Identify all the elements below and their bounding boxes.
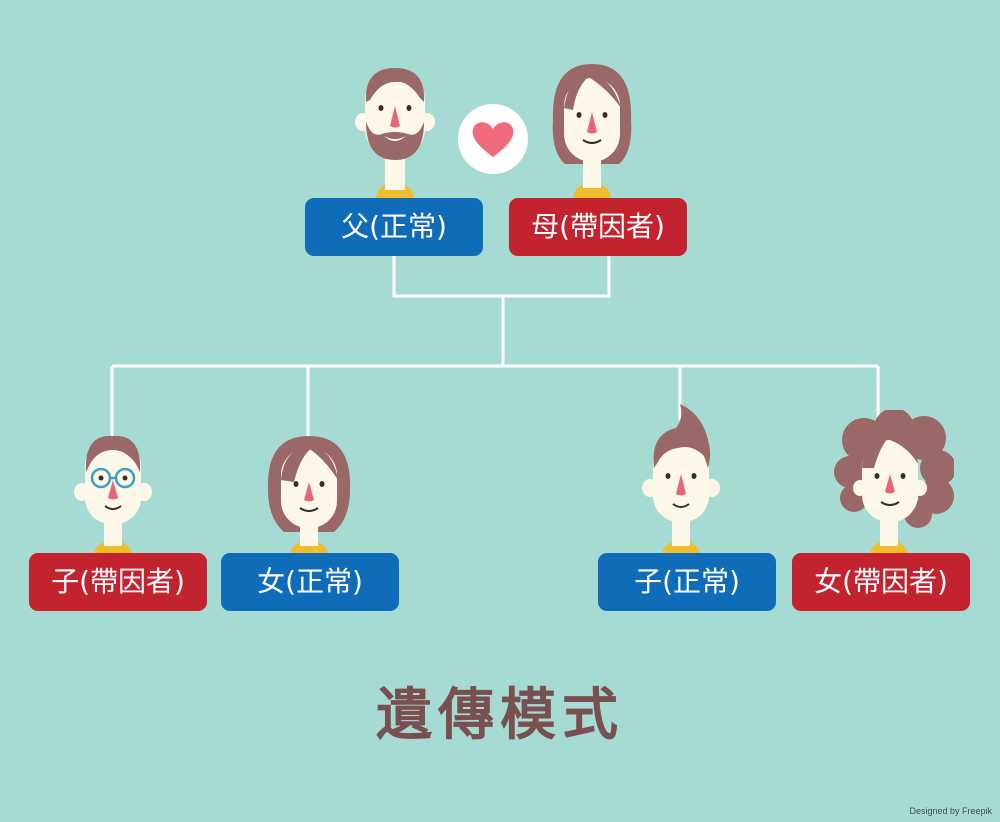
child-4-label: 女(帶因者)	[792, 553, 970, 611]
curly-hair-woman-icon	[834, 410, 954, 554]
child-3-label: 子(正常)	[598, 553, 776, 611]
page-title: 遺傳模式	[376, 683, 624, 748]
credit-text: Designed by Freepik	[909, 806, 992, 816]
heart-icon	[458, 104, 528, 174]
father-label: 父(正常)	[305, 198, 483, 256]
quiff-man-icon	[642, 404, 720, 554]
child-2-label: 女(正常)	[221, 553, 399, 611]
woman-icon	[552, 64, 632, 198]
man-with-glasses-icon	[74, 435, 152, 554]
short-hair-woman-icon	[267, 436, 351, 554]
bearded-man-icon	[355, 68, 435, 198]
mother-label: 母(帶因者)	[509, 198, 687, 256]
parents-connector	[392, 256, 611, 298]
child-1-label: 子(帶因者)	[29, 553, 207, 611]
